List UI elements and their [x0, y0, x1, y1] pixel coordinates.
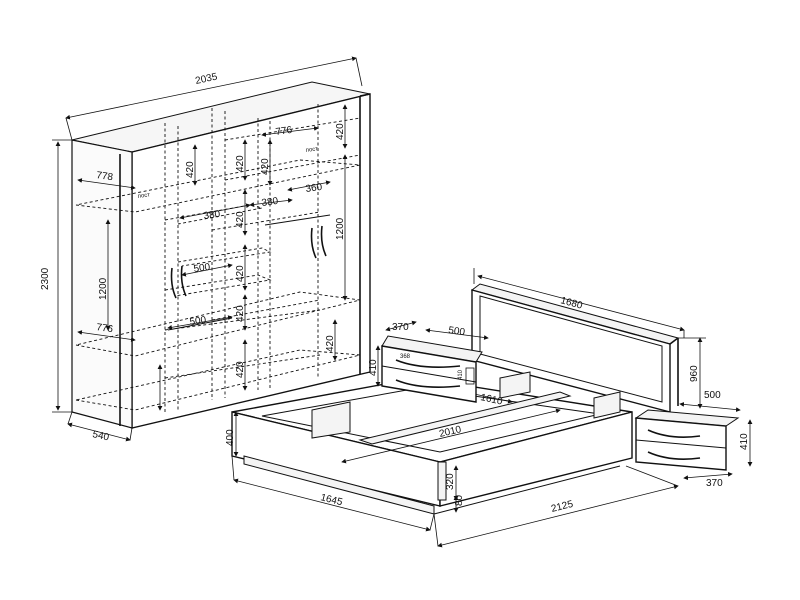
bed-height-label: 400: [225, 429, 236, 446]
bed-inner-length-label: 2010: [438, 424, 463, 440]
shelf-width-label-2: 776: [275, 125, 293, 138]
section-height-d: 420: [235, 265, 246, 282]
nightstand-left: [375, 320, 489, 403]
wardrobe-depth-label: 540: [91, 429, 110, 443]
section-height-b: 420: [235, 155, 246, 172]
drawer-handle-icon-2: [647, 429, 701, 438]
hanging-height-left: 1200: [98, 277, 109, 300]
handle-icon: [170, 267, 177, 299]
bed-leg-height-label: 320: [445, 473, 456, 490]
wardrobe: [52, 56, 371, 442]
bed-base-height-label: 80: [454, 494, 465, 506]
section-height-f: 420: [235, 361, 246, 378]
nightstand-right: [634, 402, 753, 481]
hanging-height-right: 1200: [335, 217, 346, 240]
section-height-h: 420: [335, 123, 346, 140]
shelf-width-label: 778: [96, 170, 114, 183]
section-height-g: 420: [260, 158, 271, 175]
section-height-i: 420: [325, 335, 336, 352]
nightstand-left-width-label: 370: [392, 322, 409, 333]
shelf-width-label-3: 776: [96, 322, 114, 335]
nightstand-left-height-label: 410: [368, 359, 379, 376]
inner-width-500-a: 500: [193, 262, 211, 275]
drawer-label-b: 410: [458, 369, 464, 380]
nightstand-right-depth-label: 500: [704, 390, 721, 401]
bed-inner-width-label: 1610: [479, 392, 503, 407]
inner-width-500-b: 500: [189, 315, 207, 328]
nightstand-right-height-label: 410: [739, 433, 750, 450]
headboard-height-label: 960: [689, 365, 700, 382]
wardrobe-height-label: 2300: [40, 267, 51, 290]
inner-width-380-b: 380: [261, 196, 279, 209]
inner-width-380-a: 380: [203, 209, 221, 222]
nightstand-right-width-label: 370: [706, 478, 723, 489]
nightstand-left-depth-label: 500: [448, 325, 466, 338]
post-label-b: пост: [305, 146, 318, 154]
drawer-label-a: 368: [400, 354, 411, 360]
wardrobe-width-label: 2035: [194, 71, 218, 86]
section-height-e: 420: [235, 305, 246, 322]
bed-length-label: 2125: [550, 499, 575, 515]
post-label-a: пост: [137, 192, 150, 200]
section-height-c: 420: [235, 211, 246, 228]
inner-width-360: 360: [305, 182, 323, 195]
section-height-a: 420: [185, 161, 196, 178]
bed-width-label: 1645: [319, 492, 344, 508]
drawer-handle-icon: [395, 359, 461, 368]
